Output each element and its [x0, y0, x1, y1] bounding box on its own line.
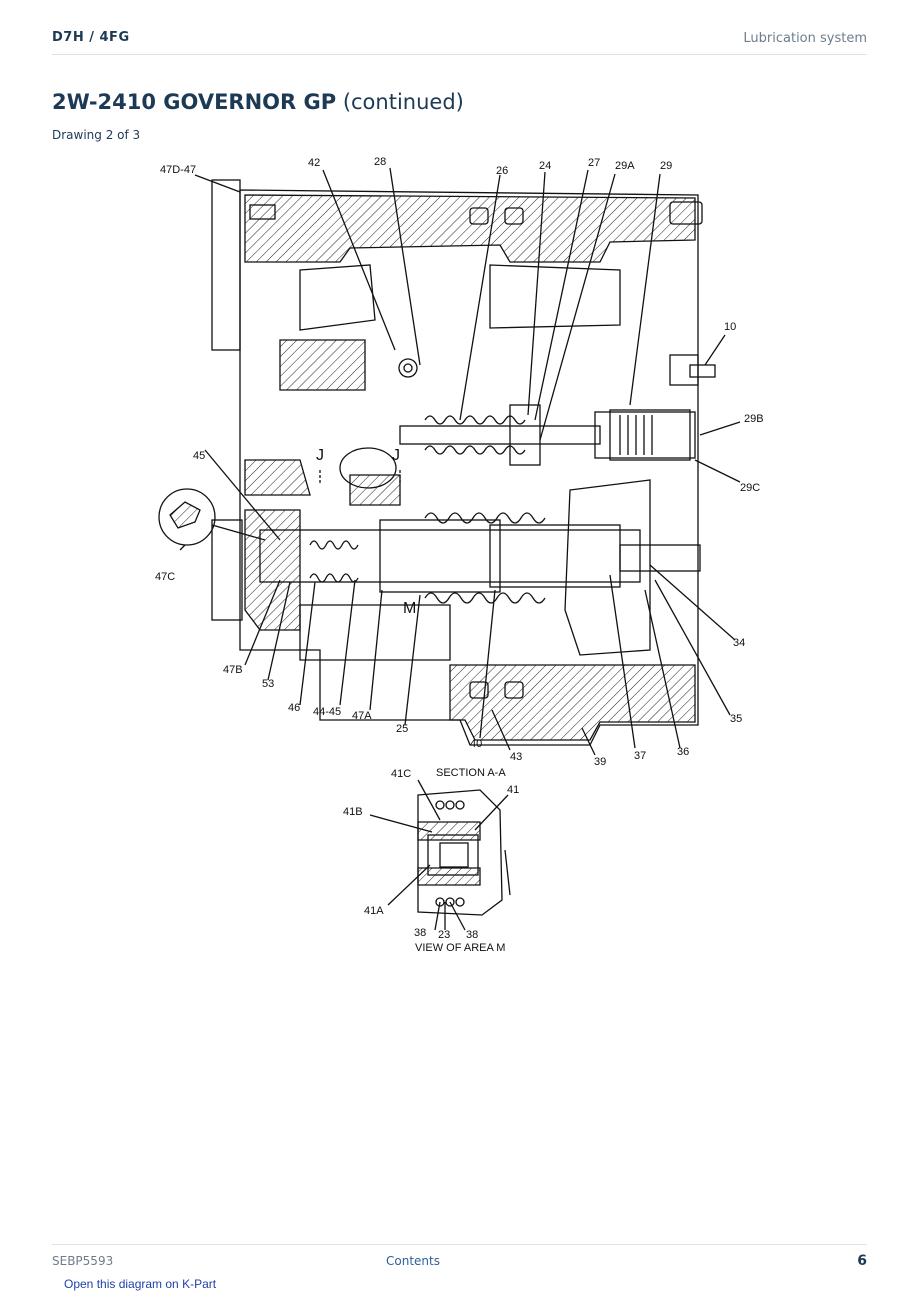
page-footer: SEBP5593 Contents 6 [52, 1244, 867, 1275]
callout-41B: 41B [343, 806, 363, 818]
callout-44-45: 44-45 [313, 706, 342, 718]
contents-link[interactable]: Contents [386, 1254, 440, 1268]
callout-47D-47: 47D-47 [160, 164, 197, 176]
callout-29: 29 [660, 160, 673, 172]
callout-47A: 47A [352, 710, 372, 722]
callout-37: 37 [634, 750, 647, 762]
callout-34: 34 [733, 637, 746, 649]
callout-45: 45 [193, 450, 206, 462]
callout-36: 36 [677, 746, 690, 758]
governor-diagram: 47D-47 42 28 26 24 27 29A 29 10 29B 29C … [150, 150, 770, 965]
callout-25: 25 [396, 723, 409, 735]
governor-drawing [158, 167, 741, 931]
callout-26: 26 [496, 165, 509, 177]
callout-29A: 29A [615, 160, 635, 172]
callout-28: 28 [374, 156, 387, 168]
callout-47C: 47C [155, 571, 176, 583]
open-kpart-link[interactable]: Open this diagram on K-Part [64, 1277, 217, 1291]
callout-38-left: 38 [414, 927, 427, 939]
callout-J-right: J [392, 447, 400, 464]
callout-40: 40 [470, 738, 483, 750]
drawing-number: Drawing 2 of 3 [52, 128, 141, 142]
callout-39: 39 [594, 756, 607, 768]
callout-46: 46 [288, 702, 301, 714]
callout-41: 41 [507, 784, 520, 796]
section-label: SECTION A-A [436, 767, 506, 779]
model-label: D7H / 4FG [52, 30, 130, 45]
callout-24: 24 [539, 160, 552, 172]
section-name: Lubrication system [743, 31, 867, 46]
callout-42: 42 [308, 157, 321, 169]
callout-J-left: J [316, 447, 324, 464]
callout-10: 10 [724, 321, 737, 333]
callout-29C: 29C [740, 482, 761, 494]
callout-23: 23 [438, 929, 451, 941]
callout-47B: 47B [223, 664, 243, 676]
title-suffix: (continued) [336, 90, 464, 114]
callout-38-right: 38 [466, 929, 479, 941]
callout-35: 35 [730, 713, 743, 725]
page-number: 6 [857, 1253, 867, 1269]
callout-M: M [403, 600, 417, 617]
page-header: D7H / 4FG Lubrication system [52, 28, 867, 55]
callout-53: 53 [262, 678, 275, 690]
callout-41A: 41A [364, 905, 384, 917]
page-title: 2W-2410 GOVERNOR GP (continued) [52, 90, 464, 114]
callout-43: 43 [510, 751, 523, 763]
doc-id: SEBP5593 [52, 1254, 114, 1268]
callout-41C: 41C [391, 768, 412, 780]
callout-29B: 29B [744, 413, 764, 425]
title-main: 2W-2410 GOVERNOR GP [52, 90, 337, 114]
callout-27: 27 [588, 157, 601, 169]
view-label: VIEW OF AREA M [415, 942, 506, 954]
